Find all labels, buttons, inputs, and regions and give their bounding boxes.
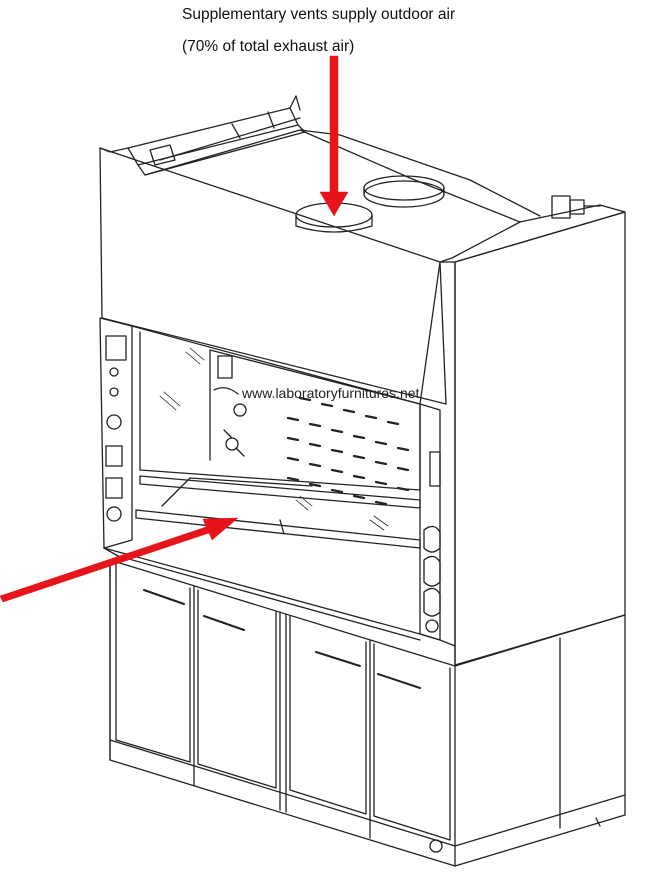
valve-knob-icon <box>106 414 122 430</box>
hood-side-panel <box>454 211 626 666</box>
service-fixture-icon <box>423 587 441 617</box>
sash <box>135 475 421 549</box>
top-frame <box>99 95 306 176</box>
exhaust-collar <box>363 175 445 208</box>
supply-air-annotation-line1: Supplementary vents supply outdoor air <box>182 6 456 23</box>
arrow-right-icon <box>0 517 239 603</box>
base-cabinet <box>109 559 626 867</box>
indicator-icon <box>109 367 119 377</box>
airflow-monitor <box>429 451 441 487</box>
watermark: www.laboratoryfurnitures.net <box>242 385 420 401</box>
damper-motor <box>551 195 601 219</box>
right-column <box>419 403 441 641</box>
display-panel <box>105 335 127 361</box>
leveling-foot-icon <box>429 839 443 853</box>
hood-top <box>144 129 521 263</box>
valve-knob-icon <box>106 506 122 522</box>
work-surface <box>103 547 456 647</box>
valve-knob-icon <box>425 619 439 633</box>
work-chamber <box>139 331 421 531</box>
supply-air-annotation-line2: (70% of total exhaust air) <box>182 38 355 55</box>
hood-upper-front <box>99 147 447 405</box>
arrow-down-icon <box>319 55 349 217</box>
control-panel <box>99 317 133 549</box>
arrows <box>0 55 349 603</box>
outlet-icon <box>105 477 123 499</box>
indicator-icon <box>109 387 119 397</box>
outlet-icon <box>105 445 123 467</box>
baffle-slots <box>286 396 410 506</box>
cabinet-handles <box>143 589 421 689</box>
service-fixture-icon <box>423 555 441 587</box>
service-fixture-icon <box>423 525 441 553</box>
